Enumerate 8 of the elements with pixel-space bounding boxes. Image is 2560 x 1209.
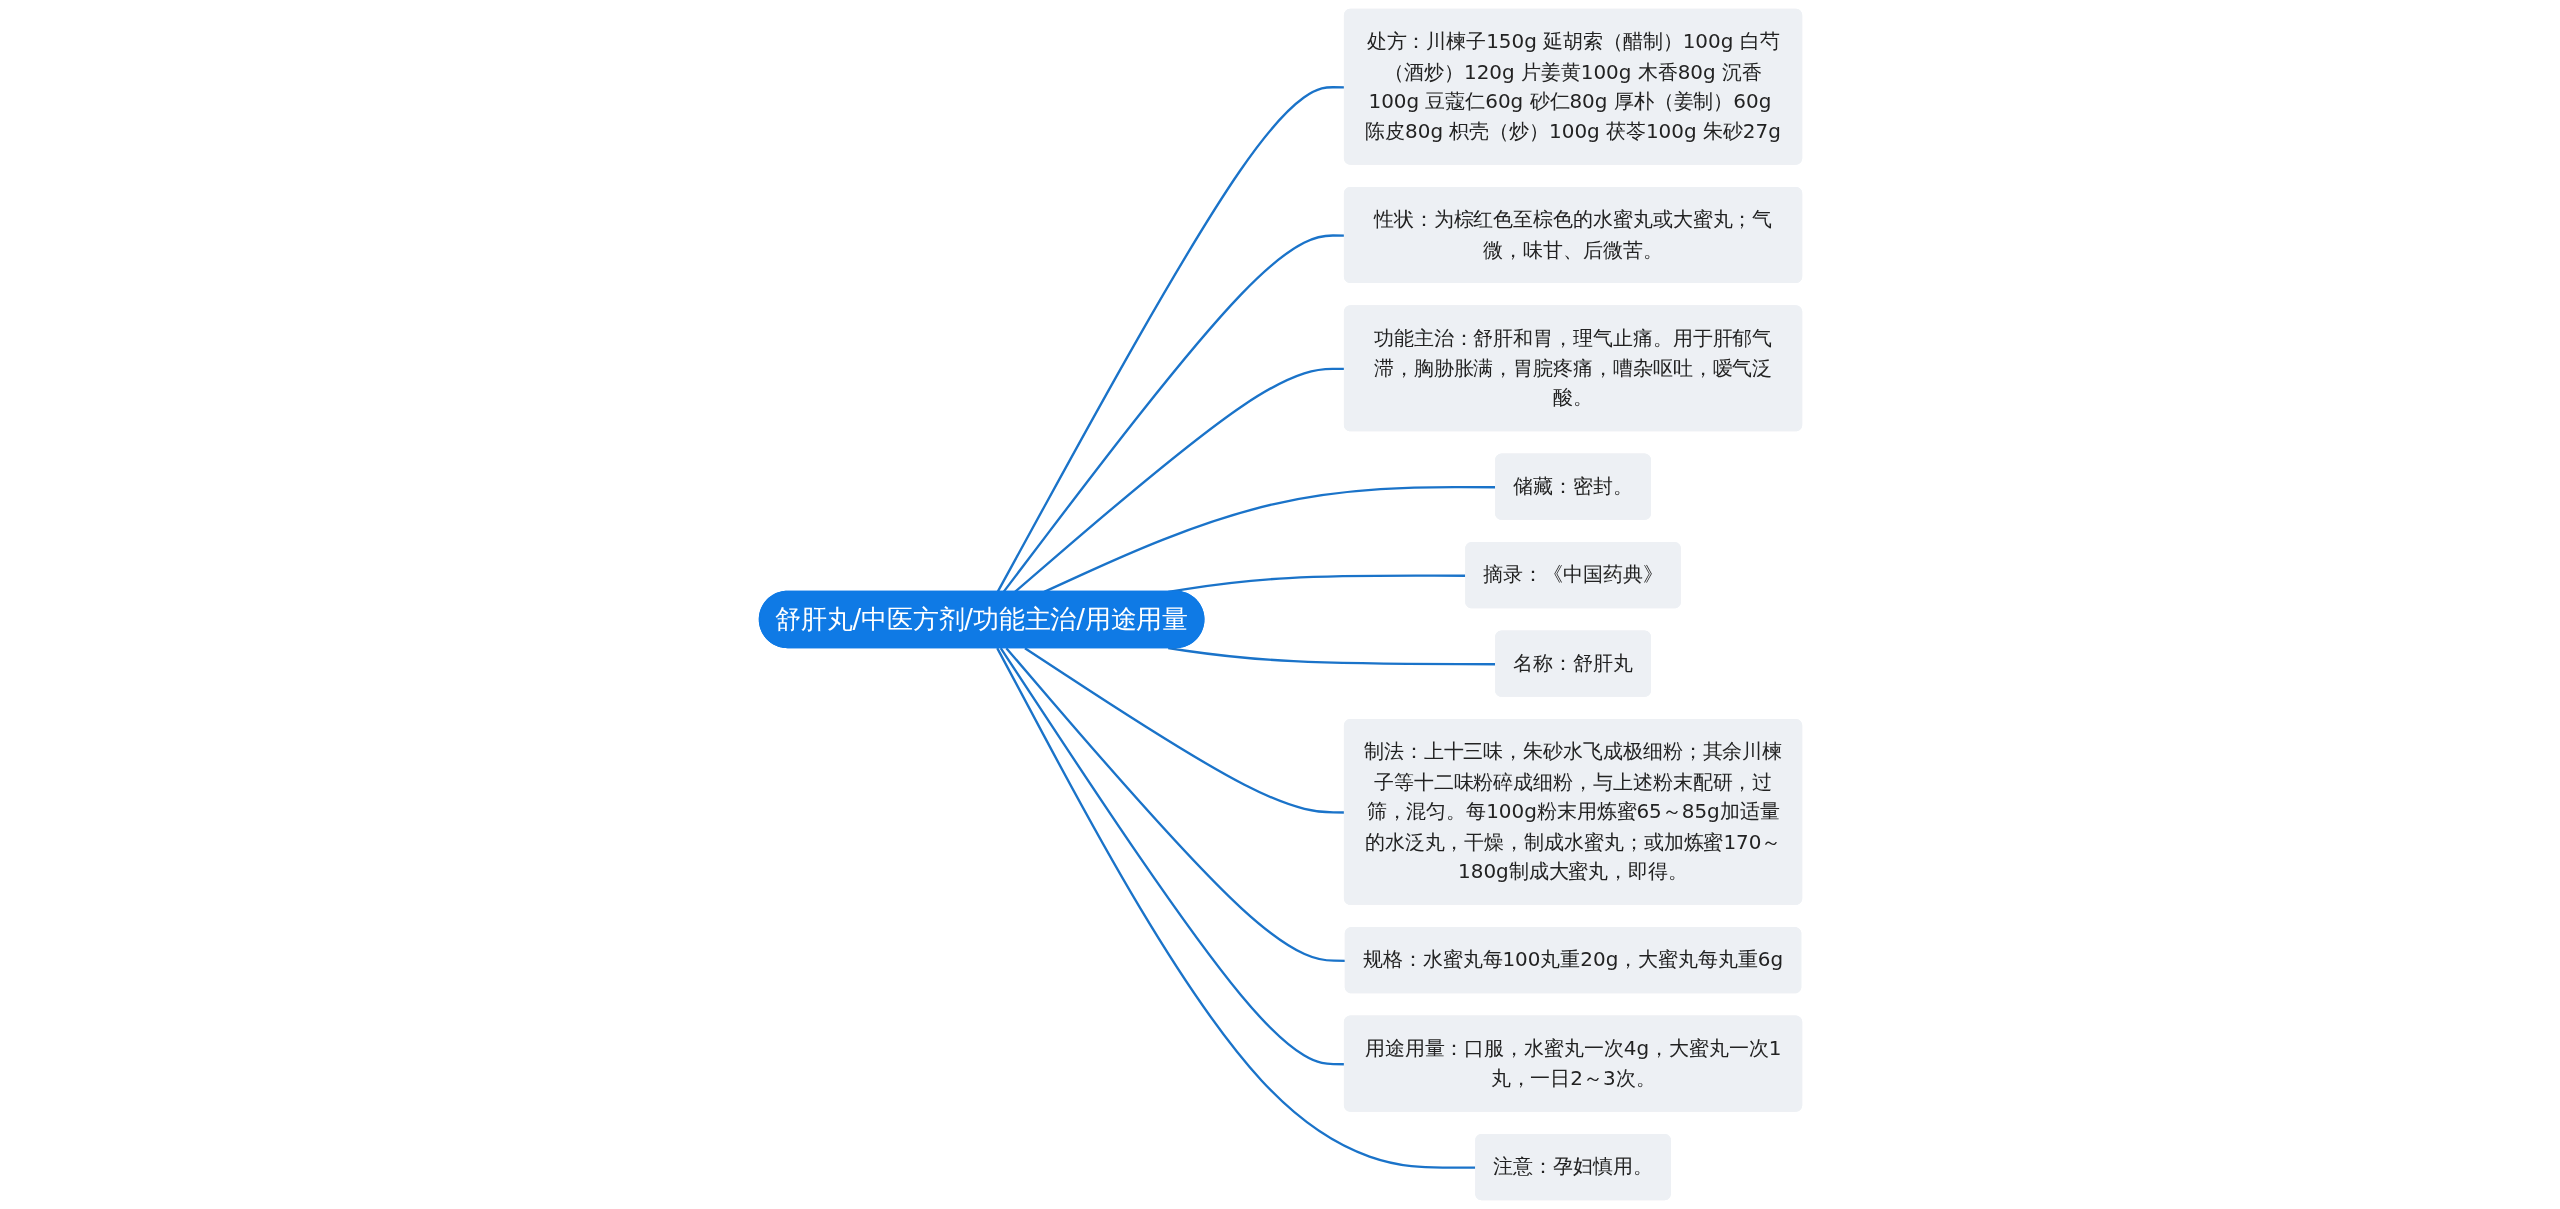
connector	[999, 647, 1345, 1066]
connector	[1013, 367, 1345, 593]
connector	[1043, 486, 1496, 593]
connector	[996, 86, 1345, 593]
connector	[1002, 234, 1345, 593]
connector	[995, 647, 1476, 1169]
connector	[1023, 647, 1345, 814]
connector	[1167, 647, 1496, 666]
